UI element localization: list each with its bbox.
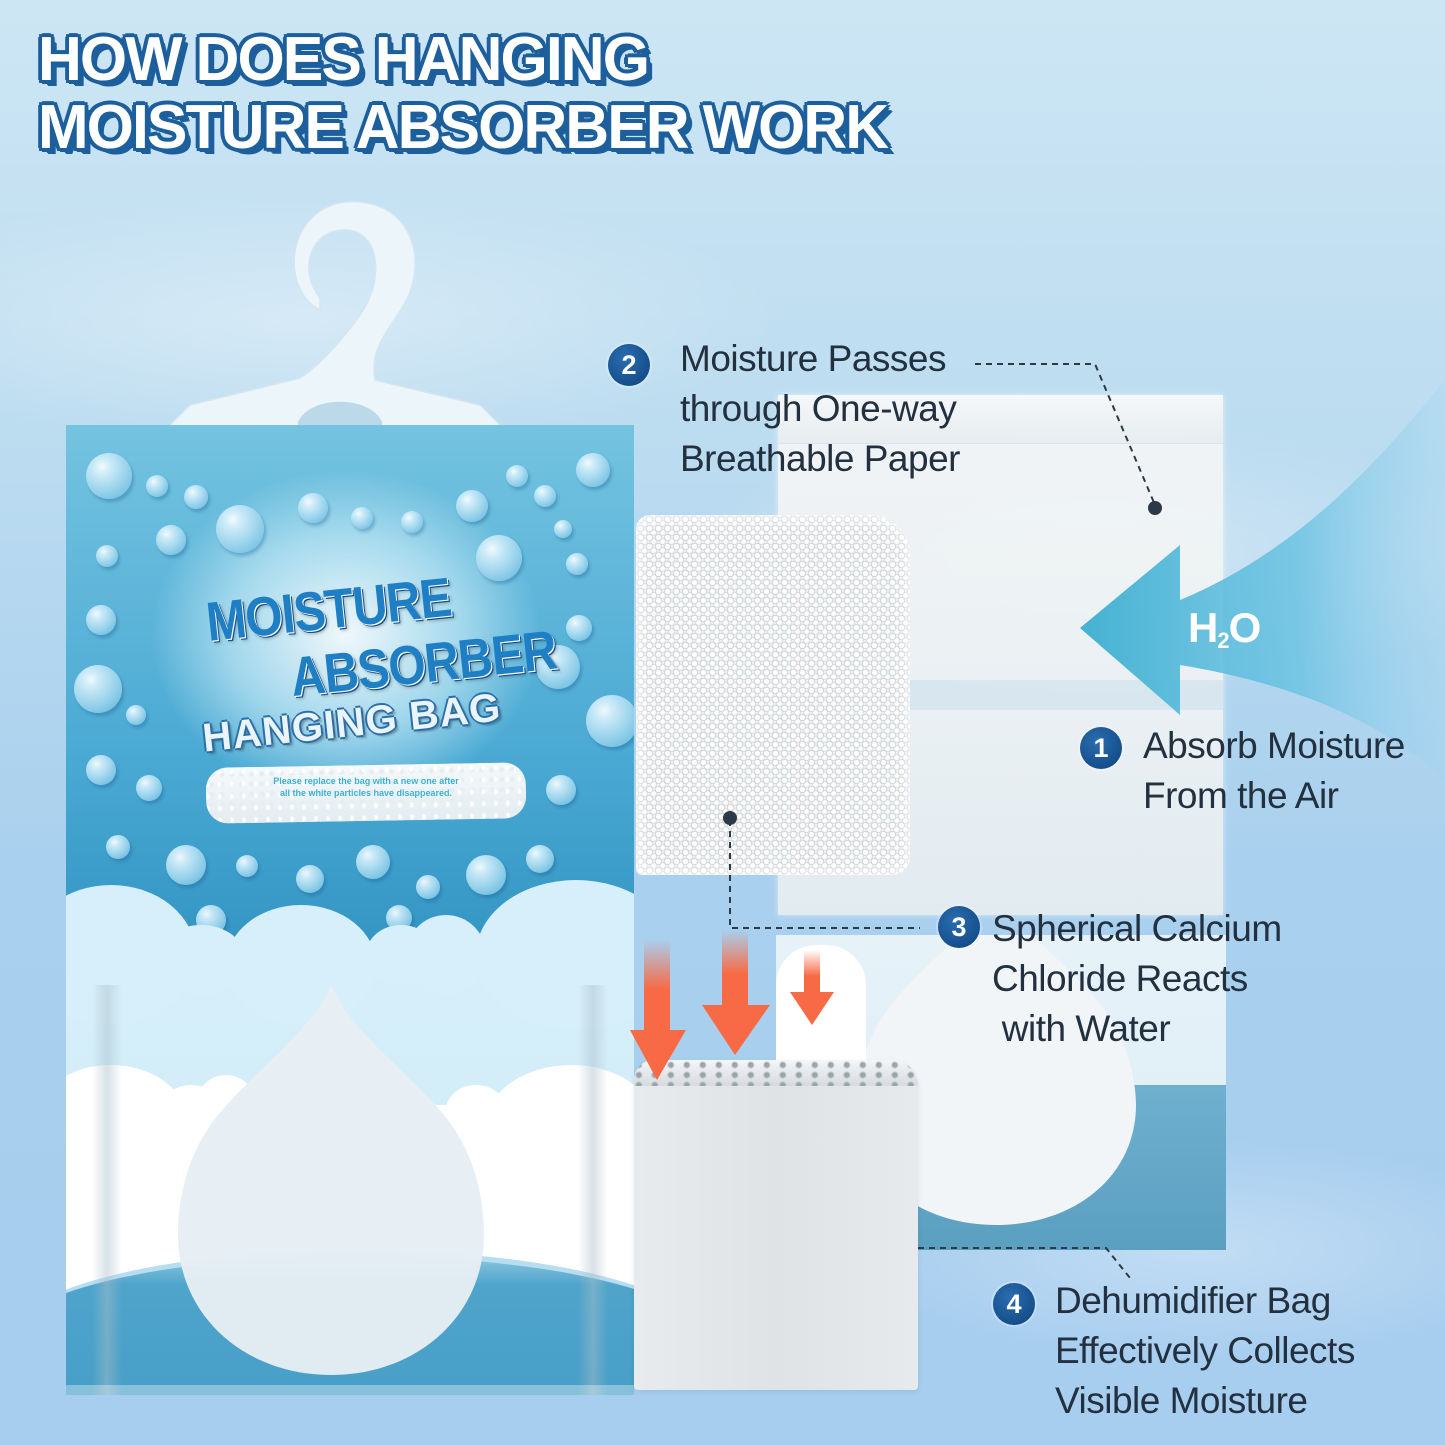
down-arrow-icon	[702, 930, 770, 1055]
bubble-icon	[506, 465, 528, 487]
down-arrow-icon	[630, 940, 686, 1080]
cloud-shape	[486, 1065, 634, 1185]
bubble-icon	[184, 485, 208, 509]
bag-seam	[92, 985, 122, 1395]
step-text: Moisture Passes through One-way Breathab…	[680, 338, 960, 479]
bubble-icon	[96, 545, 118, 567]
bubble-icon	[586, 695, 634, 747]
bubble-icon	[126, 705, 146, 725]
cloud-shape	[476, 880, 634, 1030]
cloud-shape	[406, 915, 486, 995]
bag-bottom-edge	[66, 1385, 634, 1395]
bubble-icon	[466, 855, 506, 895]
replacement-note: Please replace the bag with a new one af…	[273, 776, 459, 798]
bubble-icon	[86, 605, 116, 635]
bubble-icon	[534, 485, 556, 507]
step-text: Spherical Calcium Chloride Reacts with W…	[992, 908, 1282, 1049]
step-text: Dehumidifier Bag Effectively Collects Vi…	[1055, 1280, 1355, 1421]
bag-label: MOISTURE ABSORBER HANGING BAG Please rep…	[66, 425, 634, 1395]
bubble-icon	[86, 755, 116, 785]
title-line-1: HOW DOES HANGING	[38, 25, 650, 94]
bubble-icon	[166, 845, 206, 885]
bubble-icon	[526, 845, 554, 873]
water-drop-icon	[178, 985, 484, 1375]
hanger-hook-icon	[170, 201, 500, 480]
bubble-icon	[554, 520, 572, 538]
bubble-icon	[216, 505, 264, 553]
water-drop-icon	[856, 935, 1136, 1225]
bubble-icon	[356, 845, 390, 879]
bubble-icon	[296, 865, 324, 893]
step-text: Absorb Moisture From the Air	[1143, 725, 1405, 816]
bubble-icon	[156, 525, 186, 555]
bubble-icon	[546, 775, 576, 805]
bubble-icon	[416, 875, 440, 899]
bubble-icon	[298, 493, 328, 523]
bubble-icon	[351, 507, 373, 529]
bubble-icon	[576, 453, 610, 487]
title-line-2: MOISTURE ABSORBER WORK	[38, 93, 889, 162]
bubble-icon	[236, 855, 258, 877]
bubble-icon	[106, 835, 130, 859]
bubble-icon	[74, 665, 122, 713]
bubble-icon	[146, 475, 168, 497]
calcium-chloride-pellets	[636, 515, 910, 875]
bubble-icon	[86, 453, 132, 499]
bubble-icon	[566, 615, 592, 641]
down-arrow-icon	[790, 950, 834, 1025]
h2o-arrow-icon	[1080, 380, 1445, 780]
step-badge: 1	[1080, 727, 1122, 769]
bubble-icon	[401, 511, 423, 533]
step-badge: 2	[608, 344, 650, 386]
collected-moisture-gel	[634, 1060, 918, 1390]
bubble-icon	[456, 490, 488, 522]
cloud-shape	[226, 905, 376, 1025]
step-badge: 3	[938, 906, 980, 948]
bubble-icon	[136, 775, 162, 801]
bubble-icon	[536, 645, 580, 689]
product-bag: MOISTURE ABSORBER HANGING BAG Please rep…	[66, 425, 634, 1395]
bubble-icon	[566, 553, 588, 575]
page-title: HOW DOES HANGING MOISTURE ABSORBER WORK	[38, 25, 889, 162]
step-badge: 4	[993, 1283, 1035, 1325]
bubble-icon	[476, 535, 522, 581]
h2o-label: H2O	[1188, 604, 1261, 653]
bag-seam	[578, 985, 608, 1395]
